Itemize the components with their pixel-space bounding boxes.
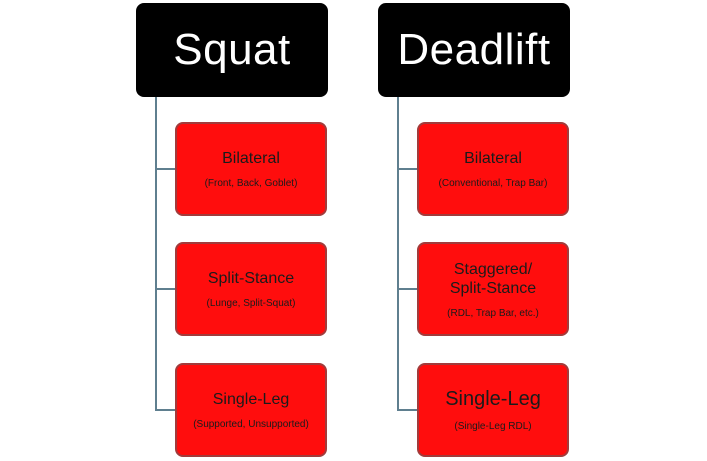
deadlift-connector-trunk [397, 97, 399, 411]
deadlift-connector-branch-2 [397, 288, 417, 290]
squat-connector-branch-2 [155, 288, 175, 290]
box-title: Split-Stance [207, 270, 295, 287]
deadlift-connector-branch-3 [397, 409, 417, 411]
box-title: Single-Leg [445, 388, 541, 410]
squat-single-leg-box: Single-Leg (Supported, Unsupported) [175, 363, 327, 457]
deadlift-connector-branch-1 [397, 168, 417, 170]
box-title: Bilateral [464, 150, 522, 167]
box-title: Staggered/ Split-Stance [449, 260, 537, 297]
deadlift-header: Deadlift [378, 3, 570, 97]
box-title: Bilateral [222, 150, 280, 167]
box-subtitle: (RDL, Trap Bar, etc.) [447, 307, 539, 319]
box-subtitle: (Supported, Unsupported) [193, 419, 309, 430]
squat-header: Squat [136, 3, 328, 97]
box-subtitle: (Conventional, Trap Bar) [438, 178, 548, 189]
squat-connector-branch-3 [155, 409, 175, 411]
squat-bilateral-box: Bilateral (Front, Back, Goblet) [175, 122, 327, 216]
deadlift-staggered-box: Staggered/ Split-Stance (RDL, Trap Bar, … [417, 242, 569, 336]
deadlift-single-leg-box: Single-Leg (Single-Leg RDL) [417, 363, 569, 457]
squat-connector-trunk [155, 97, 157, 411]
squat-split-stance-box: Split-Stance (Lunge, Split-Squat) [175, 242, 327, 336]
box-subtitle: (Lunge, Split-Squat) [206, 298, 296, 309]
squat-connector-branch-1 [155, 168, 175, 170]
box-subtitle: (Front, Back, Goblet) [204, 178, 298, 189]
deadlift-bilateral-box: Bilateral (Conventional, Trap Bar) [417, 122, 569, 216]
box-title: Single-Leg [212, 391, 290, 408]
box-subtitle: (Single-Leg RDL) [454, 421, 532, 432]
